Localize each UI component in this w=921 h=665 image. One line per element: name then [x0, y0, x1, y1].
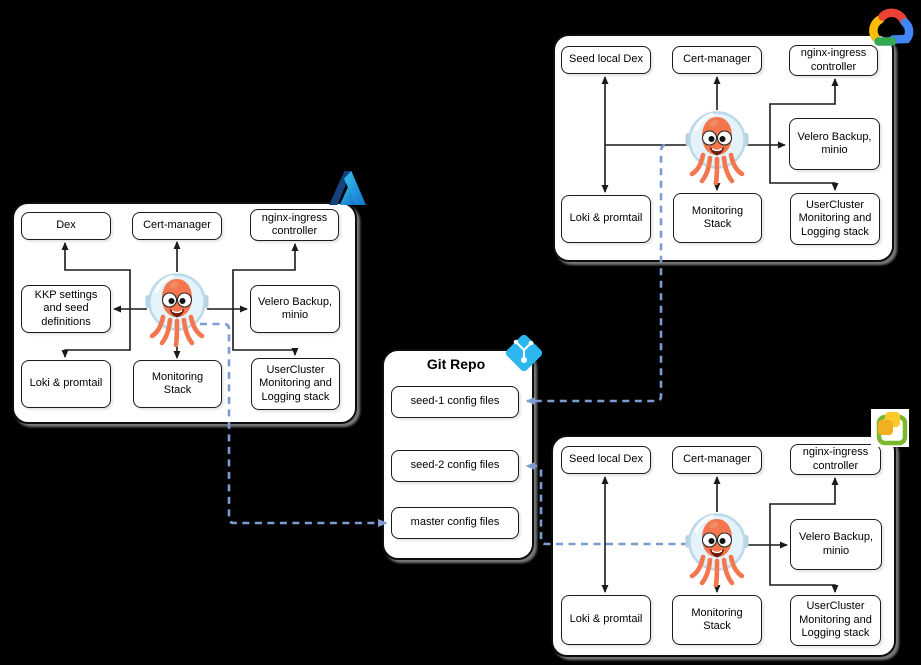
node-gcp-loki: Loki & promtail: [561, 195, 651, 243]
node-gcp-nginx-ingress: nginx-ingress controller: [789, 45, 878, 76]
git-node-right: [528, 340, 534, 346]
bubble-shine: [694, 514, 714, 533]
node-azure-cert-manager: Cert-manager: [132, 212, 222, 240]
head-spot: [709, 119, 719, 127]
octopus-vsphere: [685, 508, 749, 592]
node-gcp-cert-manager: Cert-manager: [672, 46, 762, 74]
node-label: Velero Backup, minio: [258, 295, 332, 321]
vsphere-logo: [871, 409, 909, 447]
node-label: Loki & promtail: [569, 212, 643, 225]
node-label: UserCluster Monitoring and Logging stack: [259, 363, 332, 403]
head-spot: [709, 521, 719, 529]
right-pupil: [719, 136, 726, 142]
node-vsphere-usercluster: UserCluster Monitoring and Logging stack: [790, 595, 881, 646]
gcloud-red-arc: [878, 8, 908, 25]
kubermatic-octopus: [685, 513, 749, 588]
kubermatic-octopus: [145, 273, 209, 348]
git-branch-glyph: [516, 342, 531, 358]
left-pupil: [708, 136, 715, 142]
node-azure-kkp-settings: KKP settings and seed definitions: [21, 285, 111, 333]
node-gcp-usercluster: UserCluster Monitoring and Logging stack: [790, 193, 880, 245]
node-seed1-config-files: seed-1 config files: [391, 386, 519, 418]
node-label: Velero Backup, minio: [799, 531, 873, 557]
node-vsphere-cert-manager: Cert-manager: [672, 446, 762, 474]
node-vsphere-velero: Velero Backup, minio: [790, 519, 882, 570]
node-label: nginx-ingress controller: [800, 47, 867, 73]
node-label: seed-2 config files: [410, 459, 500, 472]
octopus-teeth: [712, 550, 722, 554]
node-label: Monitoring Stack: [691, 204, 744, 230]
node-label: KKP settings and seed definitions: [34, 288, 98, 328]
node-label: Velero Backup, minio: [797, 130, 872, 156]
git-node-left: [513, 339, 519, 345]
node-seed2-config-files: seed-2 config files: [391, 450, 519, 482]
octopus-teeth: [172, 310, 182, 314]
node-label: Monitoring Stack: [691, 606, 743, 632]
left-pupil: [168, 298, 175, 304]
node-vsphere-seed-dex: Seed local Dex: [561, 446, 651, 474]
git-repo-title: Git Repo: [426, 356, 486, 372]
node-azure-velero: Velero Backup, minio: [250, 285, 340, 333]
octopus-tentacles: [689, 152, 745, 186]
azure-logo: [329, 171, 366, 205]
head-spot: [169, 281, 179, 289]
gcloud-yellow-arc: [869, 15, 885, 42]
node-azure-nginx-ingress: nginx-ingress controller: [250, 209, 339, 241]
node-azure-dex: Dex: [21, 212, 111, 240]
git-node-bottom: [521, 357, 527, 363]
node-label: Cert-manager: [143, 219, 211, 232]
node-label: Seed local Dex: [569, 53, 643, 66]
bubble-shine: [694, 112, 714, 131]
node-azure-usercluster: UserCluster Monitoring and Logging stack: [251, 358, 340, 410]
node-vsphere-nginx-ingress: nginx-ingress controller: [790, 444, 881, 475]
google-cloud-logo: [866, 6, 916, 52]
node-label: master config files: [410, 516, 500, 529]
node-label: nginx-ingress controller: [261, 211, 328, 237]
node-azure-monitoring: Monitoring Stack: [133, 360, 222, 408]
octopus-tentacles: [149, 314, 205, 348]
node-gcp-seed-dex: Seed local Dex: [561, 46, 651, 74]
octopus-teeth: [712, 148, 722, 152]
left-pupil: [708, 538, 715, 544]
node-vsphere-loki: Loki & promtail: [561, 595, 651, 645]
node-label: Loki & promtail: [569, 613, 643, 626]
node-gcp-monitoring: Monitoring Stack: [673, 193, 762, 243]
node-gcp-velero: Velero Backup, minio: [789, 118, 880, 170]
node-label: Monitoring Stack: [151, 370, 204, 396]
git-logo: [502, 331, 546, 375]
bubble-shine: [154, 274, 174, 293]
azure-a-right: [344, 171, 366, 205]
node-label: nginx-ingress controller: [802, 446, 869, 472]
right-pupil: [719, 538, 726, 544]
kubermatic-octopus: [685, 111, 749, 186]
node-label: seed-1 config files: [410, 395, 500, 408]
node-vsphere-monitoring: Monitoring Stack: [672, 595, 762, 645]
node-label: Dex: [56, 219, 76, 232]
node-azure-loki: Loki & promtail: [21, 360, 111, 408]
octopus-tentacles: [689, 554, 745, 588]
node-master-config-files: master config files: [391, 507, 519, 539]
vsphere-yellow-square-bottom: [878, 420, 893, 435]
node-label: UserCluster Monitoring and Logging stack: [798, 198, 872, 238]
octopus-azure: [145, 268, 209, 352]
azure-a-foot: [339, 187, 355, 205]
octopus-gcp: [685, 106, 749, 190]
node-label: Cert-manager: [683, 453, 751, 466]
node-label: UserCluster Monitoring and Logging stack: [799, 600, 872, 640]
node-label: Cert-manager: [683, 53, 751, 66]
node-label: Seed local Dex: [569, 453, 643, 466]
node-label: Loki & promtail: [29, 377, 103, 390]
right-pupil: [179, 298, 186, 304]
gcloud-blue-arc: [888, 18, 914, 44]
